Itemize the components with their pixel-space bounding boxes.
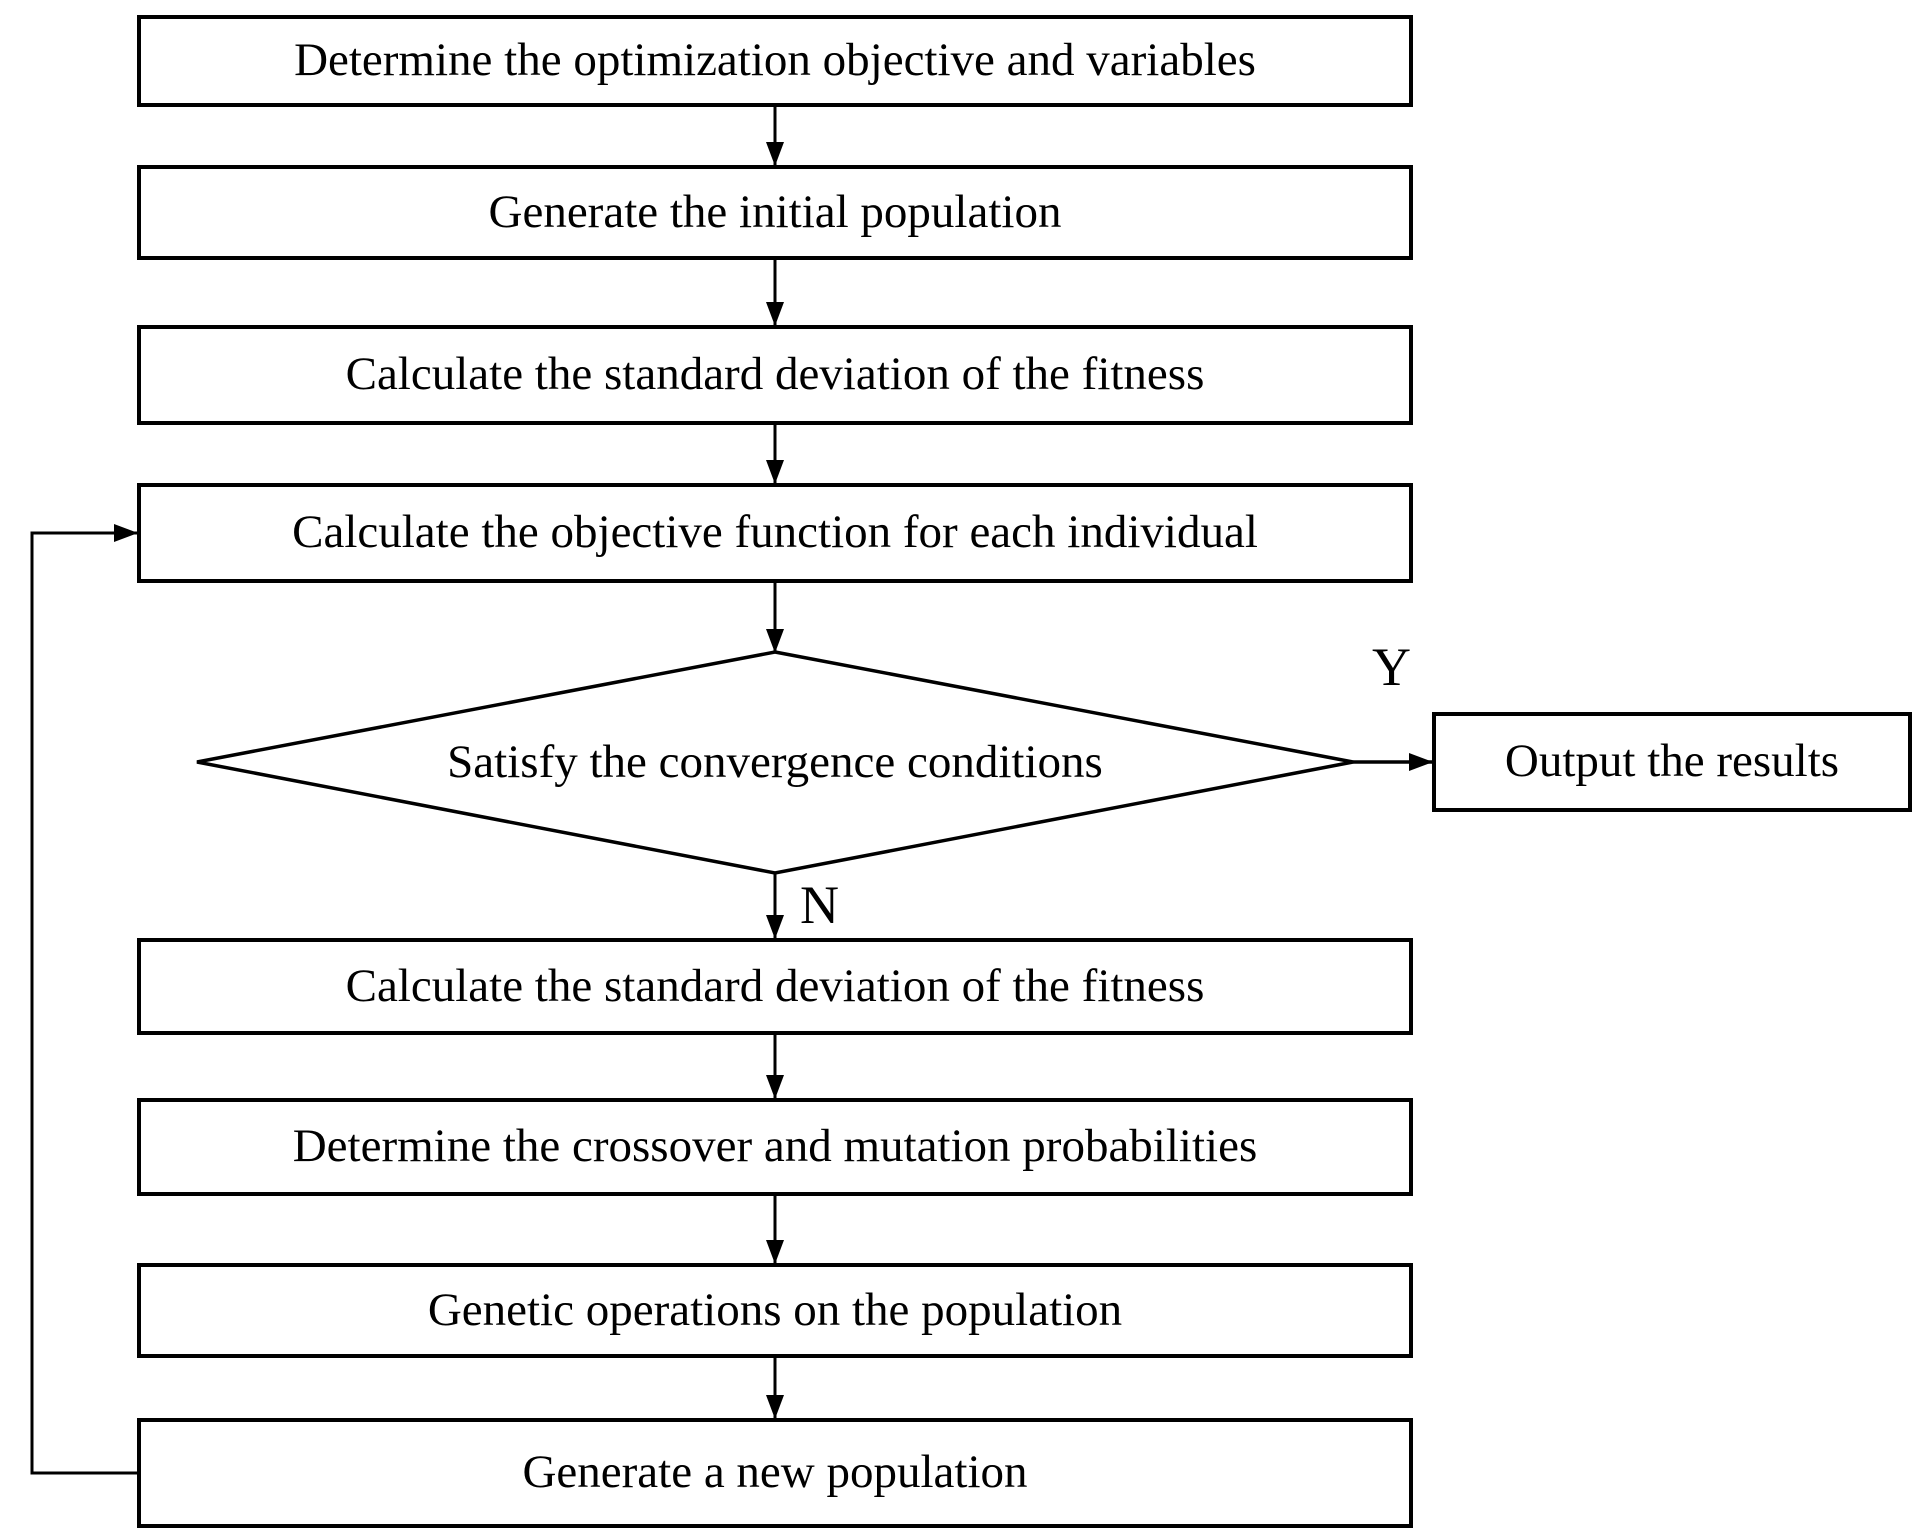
node-label: Determine the crossover and mutation pro… <box>292 1120 1258 1173</box>
node-generate-initial-population: Generate the initial population <box>137 165 1413 260</box>
node-label: Generate the initial population <box>488 185 1062 238</box>
edge-newpop-loop-to-objective <box>30 524 138 1475</box>
node-determine-objective: Determine the optimization objective and… <box>137 15 1413 107</box>
node-determine-crossover-mutation-probabilities: Determine the crossover and mutation pro… <box>137 1098 1413 1196</box>
node-calc-objective-function: Calculate the objective function for eac… <box>137 483 1413 583</box>
node-generate-new-population: Generate a new population <box>137 1418 1413 1528</box>
edge-label-yes: Y <box>1372 637 1411 697</box>
node-label: Genetic operations on the population <box>427 1283 1123 1336</box>
node-calc-std-dev-fitness-2: Calculate the standard deviation of the … <box>137 938 1413 1035</box>
node-convergence-decision-label: Satisfy the convergence conditions <box>275 712 1275 812</box>
node-label: Calculate the standard deviation of the … <box>345 348 1205 401</box>
node-label: Satisfy the convergence conditions <box>447 736 1103 788</box>
node-label: Calculate the standard deviation of the … <box>345 959 1205 1012</box>
node-output-results: Output the results <box>1432 712 1912 812</box>
node-label: Generate a new population <box>522 1446 1028 1499</box>
node-label: Output the results <box>1504 735 1840 788</box>
edge-label-no: N <box>800 875 839 935</box>
node-genetic-operations: Genetic operations on the population <box>137 1263 1413 1358</box>
node-label: Calculate the objective function for eac… <box>292 506 1258 559</box>
node-calc-std-dev-fitness-1: Calculate the standard deviation of the … <box>137 325 1413 425</box>
node-label: Determine the optimization objective and… <box>294 34 1256 87</box>
